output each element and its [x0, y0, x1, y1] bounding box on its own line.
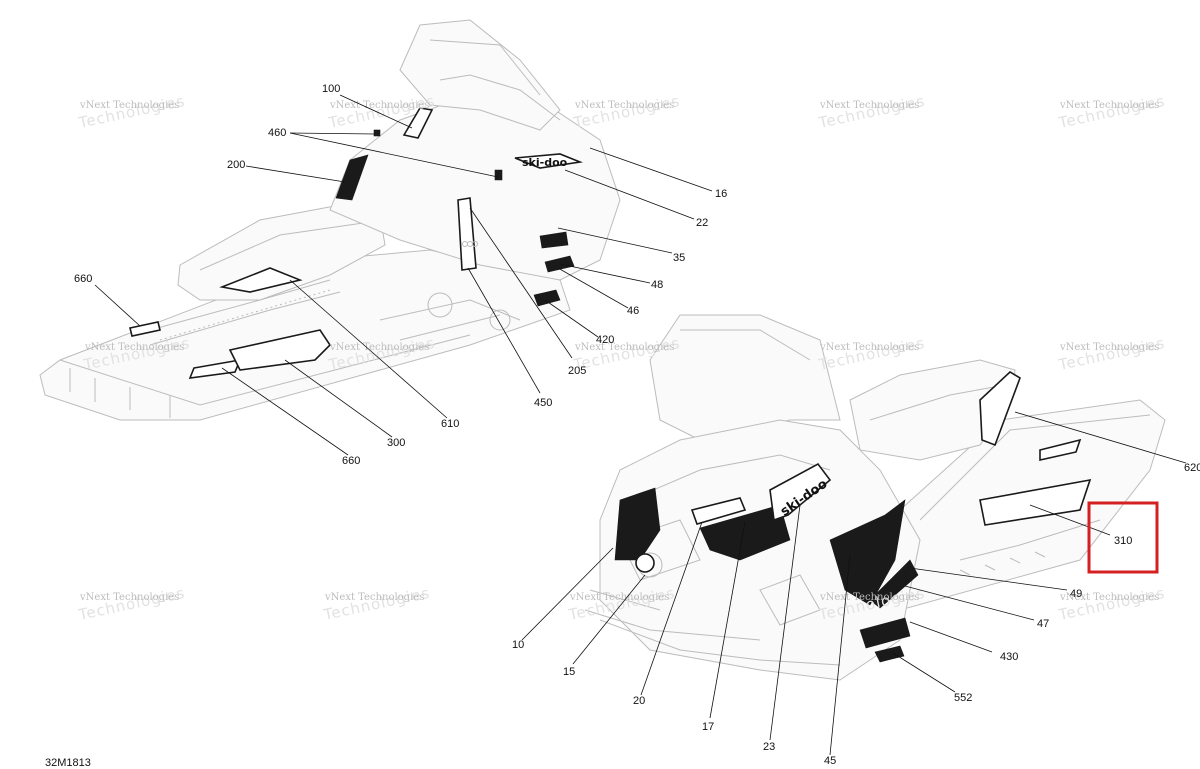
- callout-15: 15: [563, 666, 575, 678]
- callout-49: 49: [1070, 588, 1082, 600]
- callout-660-lower: 660: [342, 455, 360, 467]
- callout-660-upper: 660: [74, 273, 92, 285]
- svg-text:vNext Technologies: vNext Technologies: [1059, 592, 1159, 603]
- callout-45: 45: [824, 755, 836, 767]
- svg-text:Technologies: Technologies: [816, 334, 927, 374]
- callout-22: 22: [696, 217, 708, 229]
- callout-35: 35: [673, 252, 685, 264]
- callout-47: 47: [1037, 618, 1049, 630]
- callout-310: 310: [1114, 535, 1132, 547]
- snowmobile-front-view: ski-doo: [584, 314, 1166, 681]
- callout-610: 610: [441, 418, 459, 430]
- callout-205: 205: [568, 365, 586, 377]
- svg-text:Technologies: Technologies: [571, 92, 682, 132]
- svg-text:vNext Technologies: vNext Technologies: [819, 342, 919, 353]
- svg-text:Technologies: Technologies: [321, 584, 432, 624]
- callout-23: 23: [763, 741, 775, 753]
- svg-text:vNext Technologies: vNext Technologies: [324, 592, 424, 603]
- leader-lines: [94, 94, 1187, 756]
- callout-labels: 100 460 200 660 16 22 35 48 46 420 205 4…: [74, 83, 1200, 767]
- svg-text:vNext Technologies: vNext Technologies: [329, 342, 429, 353]
- svg-text:vNext Technologies: vNext Technologies: [819, 100, 919, 111]
- callout-46: 46: [627, 305, 639, 317]
- callout-20: 20: [633, 695, 645, 707]
- svg-text:vNext Technologies: vNext Technologies: [574, 342, 674, 353]
- callout-420: 420: [596, 334, 614, 346]
- callout-10: 10: [512, 639, 524, 651]
- svg-text:vNext Technologies: vNext Technologies: [329, 100, 429, 111]
- callout-200: 200: [227, 159, 245, 171]
- svg-text:Technologies: Technologies: [1056, 334, 1167, 374]
- callout-430: 430: [1000, 651, 1018, 663]
- svg-text:Technologies: Technologies: [1056, 92, 1167, 132]
- svg-text:vNext Technologies: vNext Technologies: [819, 592, 919, 603]
- callout-620: 620: [1184, 462, 1200, 474]
- snowmobile-rear-view: ski-doo: [39, 19, 621, 421]
- svg-text:vNext Technologies: vNext Technologies: [79, 100, 179, 111]
- callout-552: 552: [954, 692, 972, 704]
- callout-100: 100: [322, 83, 340, 95]
- callout-48: 48: [651, 279, 663, 291]
- callout-17: 17: [702, 721, 714, 733]
- svg-text:Technologies: Technologies: [816, 92, 927, 132]
- callout-460: 460: [268, 127, 286, 139]
- callout-450: 450: [534, 397, 552, 409]
- svg-text:Technologies: Technologies: [76, 584, 187, 624]
- ski-doo-brand-front: ski-doo: [522, 156, 568, 169]
- svg-text:vNext Technologies: vNext Technologies: [84, 342, 184, 353]
- drawing-code: 32M1813: [45, 757, 91, 769]
- svg-text:vNext Technologies: vNext Technologies: [569, 592, 669, 603]
- svg-text:Technologies: Technologies: [76, 92, 187, 132]
- svg-text:vNext Technologies: vNext Technologies: [1059, 100, 1159, 111]
- callout-16: 16: [715, 188, 727, 200]
- callout-310-highlight-box: [1087, 501, 1159, 574]
- svg-text:vNext Technologies: vNext Technologies: [79, 592, 179, 603]
- svg-text:vNext Technologies: vNext Technologies: [574, 100, 674, 111]
- callout-300: 300: [387, 437, 405, 449]
- svg-text:vNext Technologies: vNext Technologies: [1059, 342, 1159, 353]
